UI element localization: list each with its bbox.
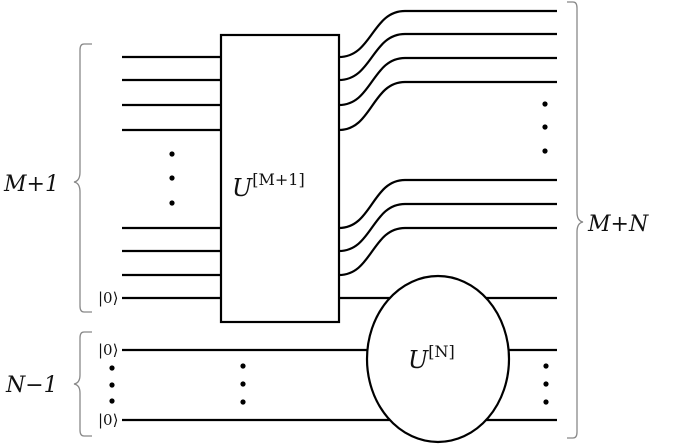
ket-zero-bottom-2: |0⟩: [98, 411, 118, 429]
ellipsis-dots-left-top: [169, 151, 175, 206]
svg-text:U[N]: U[N]: [408, 342, 455, 374]
ellipsis-dots-right-top: [542, 101, 548, 154]
ket-zero-bottom-1: |0⟩: [98, 341, 118, 359]
output-wires-upper: [338, 9, 557, 132]
input-wires-top: [122, 55, 221, 300]
gate-u-m-plus-1: [219, 33, 341, 324]
label-m-plus-1: M+1: [3, 172, 59, 197]
label-m-plus-n: M+N: [587, 212, 649, 237]
gate-large-base: U: [232, 174, 253, 202]
label-n-minus-1: N−1: [5, 373, 58, 398]
gate-small-base: U: [408, 346, 429, 374]
output-wires-lower: [338, 178, 557, 277]
ellipsis-dots-bottom: [109, 363, 549, 405]
gate-u-n: [365, 274, 511, 444]
brace-left-bottom: [73, 331, 92, 437]
brace-left-top: [73, 43, 92, 313]
gate-small-sup: [N]: [428, 342, 454, 361]
ket-zero-ancilla: |0⟩: [98, 289, 118, 307]
gate-large-sup: [M+1]: [252, 170, 304, 189]
brace-right: [567, 1, 584, 439]
svg-text:U[M+1]: U[M+1]: [232, 170, 305, 202]
